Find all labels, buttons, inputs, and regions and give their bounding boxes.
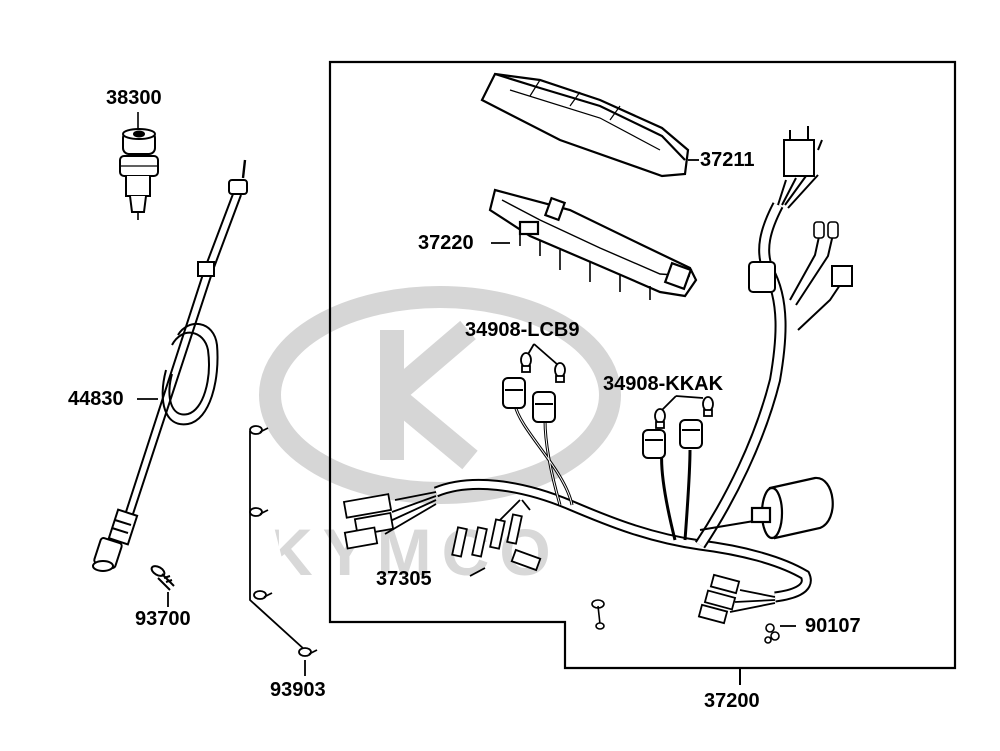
part-label-44830: 44830: [68, 388, 124, 410]
group-boundary-37200: [328, 60, 957, 670]
screw-93700: [150, 565, 175, 591]
part-label-37305: 37305: [376, 568, 432, 590]
part-label-37211: 37211: [700, 149, 755, 171]
screws-93903: [249, 425, 318, 657]
bulbs-34908-lcb9: [520, 343, 566, 383]
ignition-switch-38300: [119, 112, 159, 220]
part-label-93700: 93700: [135, 608, 191, 630]
wire-harness-37200: [342, 126, 853, 644]
meter-body-37220: [488, 188, 698, 300]
part-label-37220: 37220: [418, 232, 474, 254]
part-label-34908-kkak: 34908-KKAK: [603, 373, 724, 395]
meter-cover-37211: [480, 72, 690, 178]
part-label-38300: 38300: [106, 87, 162, 109]
part-label-90107: 90107: [805, 615, 861, 637]
speedometer-cable-44830: [92, 159, 248, 572]
part-label-93903: 93903: [270, 679, 326, 701]
bulbs-34908-kkak: [654, 395, 714, 429]
part-label-37200: 37200: [704, 690, 760, 712]
part-label-34908-lcb9: 34908-LCB9: [465, 319, 580, 341]
